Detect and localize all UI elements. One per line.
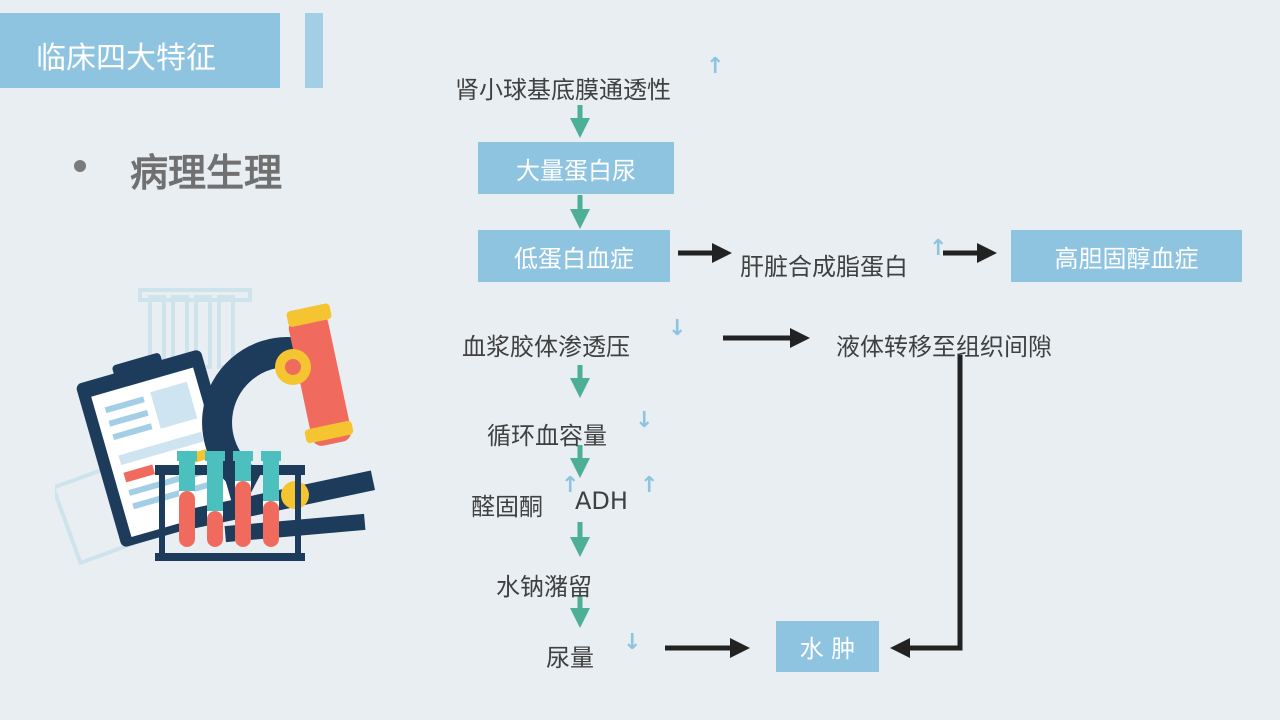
node-adh: ADH bbox=[575, 487, 628, 515]
title-box bbox=[0, 13, 280, 88]
down-indicator-icon: ↓ bbox=[668, 316, 687, 341]
node-liver-lipoprotein: 肝脏合成脂蛋白 bbox=[740, 253, 908, 281]
down-indicator-icon: ↓ bbox=[635, 408, 654, 433]
dark-arrows bbox=[665, 243, 997, 658]
node-hypercholesterolemia: 高胆固醇血症 bbox=[1011, 230, 1242, 282]
node-proteinuria: 大量蛋白尿 bbox=[478, 142, 674, 194]
up-indicator-icon: ↑ bbox=[640, 473, 659, 498]
bullet-heading: 病理生理 bbox=[130, 151, 283, 195]
node-blood-volume: 循环血容量 bbox=[487, 422, 607, 450]
node-edema: 水 肿 bbox=[776, 621, 879, 672]
node-urine-output: 尿量 bbox=[546, 644, 594, 672]
node-water-sodium-retention: 水钠潴留 bbox=[496, 573, 592, 601]
node-plasma-oncotic-pressure: 血浆胶体渗透压 bbox=[462, 333, 630, 361]
bullet-dot bbox=[74, 160, 86, 172]
node-hypoalbuminemia: 低蛋白血症 bbox=[478, 230, 670, 282]
node-gbm-permeability: 肾小球基底膜通透性 bbox=[455, 76, 671, 104]
down-indicator-icon: ↓ bbox=[623, 630, 642, 655]
up-indicator-icon: ↑ bbox=[561, 473, 580, 498]
node-aldosterone: 醛固酮 bbox=[471, 493, 543, 521]
lab-illustration bbox=[55, 288, 376, 566]
up-indicator-icon: ↑ bbox=[929, 236, 948, 261]
slide-title: 临床四大特征 bbox=[36, 41, 216, 76]
title-accent-bar bbox=[305, 13, 323, 88]
up-indicator-icon: ↑ bbox=[706, 54, 725, 79]
node-fluid-shift: 液体转移至组织间隙 bbox=[836, 333, 1052, 361]
